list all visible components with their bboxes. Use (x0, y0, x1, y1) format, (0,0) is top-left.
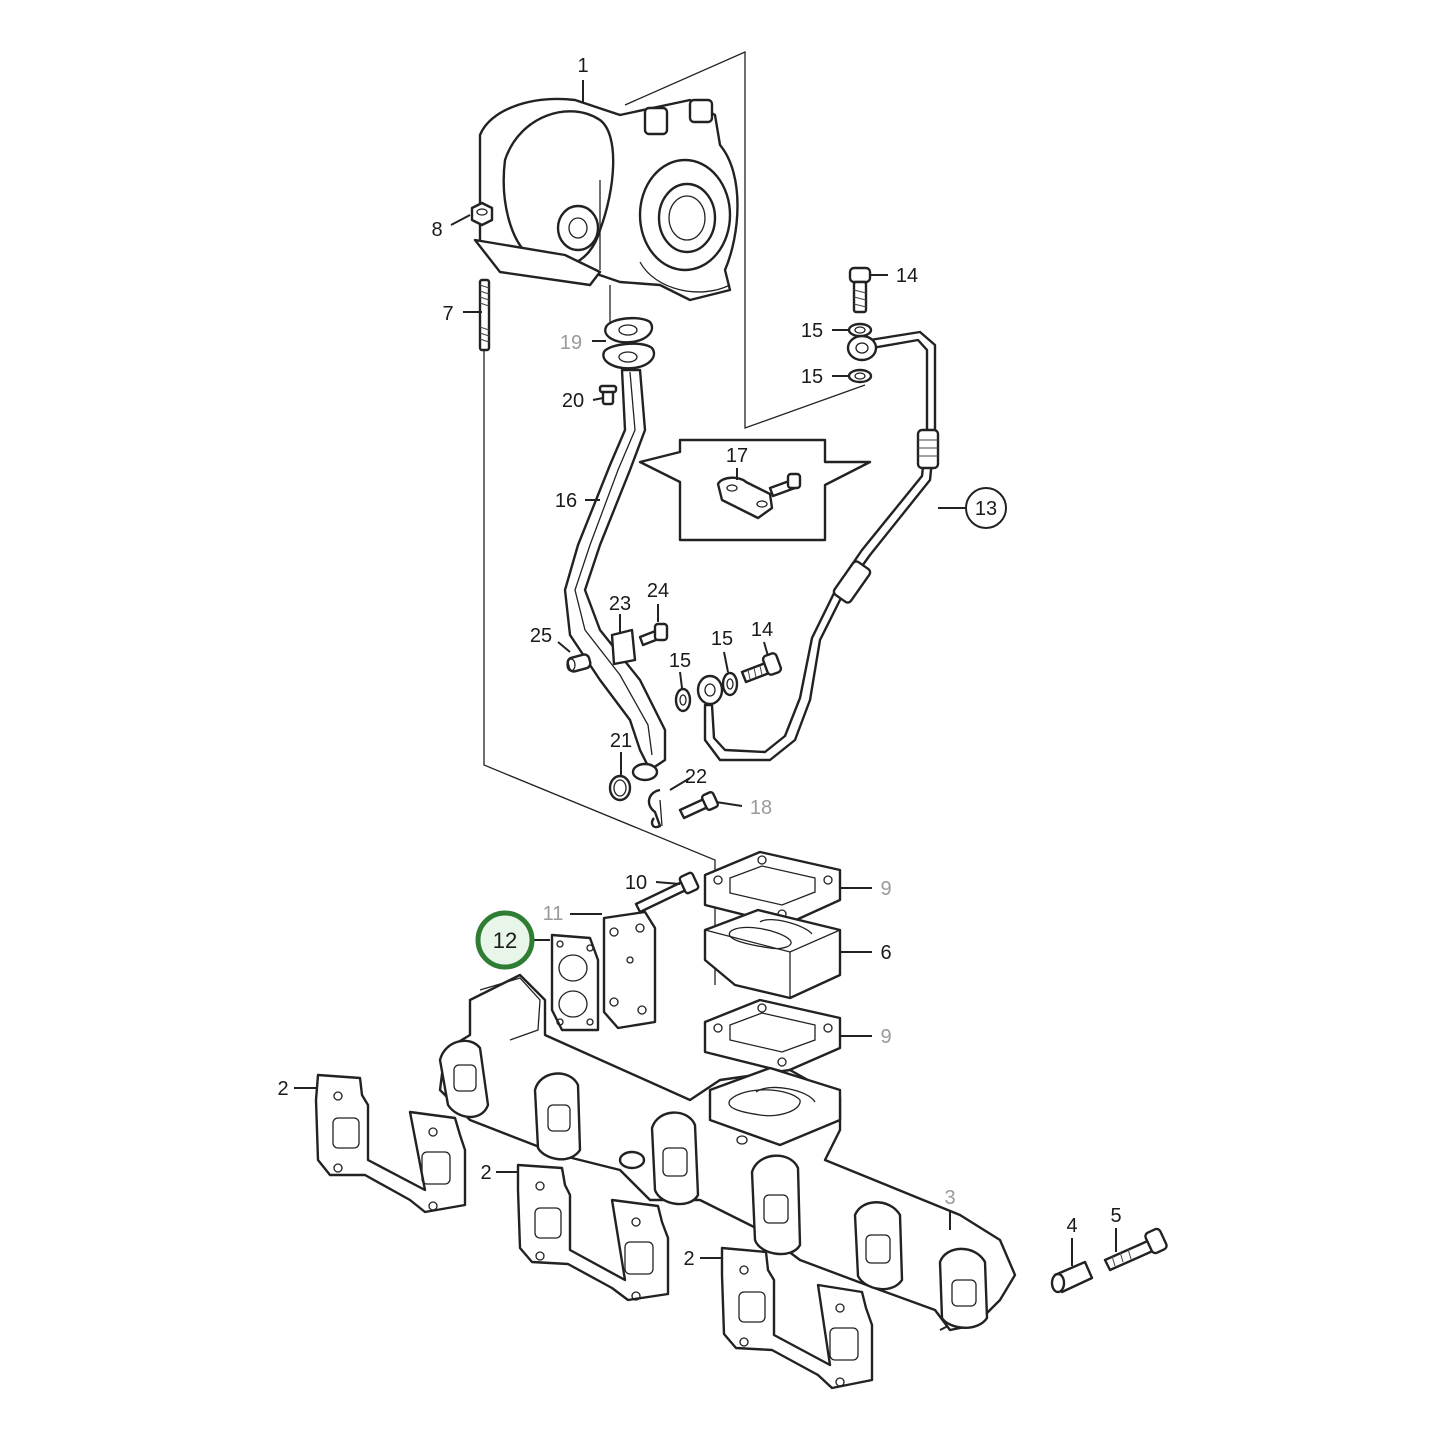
label-part-5[interactable]: 5 (1110, 1205, 1121, 1227)
label-part-11[interactable]: 11 (543, 903, 564, 925)
sealing-washer-3[interactable] (674, 687, 692, 713)
label-part-7[interactable]: 7 (442, 303, 453, 325)
label-part-22[interactable]: 22 (685, 766, 707, 788)
manifold-gasket-set-a[interactable] (314, 1073, 467, 1214)
label-part-8[interactable]: 8 (431, 219, 442, 241)
label-part-23[interactable]: 23 (609, 593, 631, 615)
label-part-20[interactable]: 20 (562, 390, 584, 412)
exhaust-manifold[interactable] (438, 973, 1017, 1332)
callout-12-highlighted[interactable]: 12 (475, 910, 535, 970)
cover-bolt[interactable] (634, 871, 700, 914)
label-part-4[interactable]: 4 (1066, 1215, 1077, 1237)
label-part-21[interactable]: 21 (610, 730, 632, 752)
label-part-15-upper[interactable]: 15 (801, 320, 823, 342)
label-part-15-lower-right[interactable]: 15 (711, 628, 733, 650)
label-part-2-left[interactable]: 2 (277, 1078, 288, 1100)
label-part-2-middle[interactable]: 2 (480, 1162, 491, 1184)
pipe-clamp[interactable] (647, 788, 663, 829)
label-part-18[interactable]: 18 (750, 797, 772, 819)
turbocharger[interactable] (473, 97, 739, 302)
label-part-15-lower-left[interactable]: 15 (669, 650, 691, 672)
banjo-fitting-lower[interactable] (696, 674, 724, 706)
label-part-10[interactable]: 10 (625, 872, 647, 894)
part-labels: 1 8 7 19 20 16 14 15 15 17 24 23 25 15 1… (277, 55, 1121, 1270)
label-part-25[interactable]: 25 (530, 625, 552, 647)
turbo-spacer-block[interactable] (703, 908, 842, 1000)
label-part-9-lower[interactable]: 9 (880, 1026, 891, 1048)
label-part-16[interactable]: 16 (555, 490, 577, 512)
sealing-washer-2[interactable] (847, 368, 873, 384)
stud[interactable] (478, 278, 491, 352)
label-part-6[interactable]: 6 (880, 942, 891, 964)
label-part-17[interactable]: 17 (726, 445, 748, 467)
o-ring[interactable] (608, 774, 632, 802)
oil-feed-pipe[interactable] (703, 330, 940, 762)
label-part-9-upper[interactable]: 9 (880, 878, 891, 900)
label-part-2-right[interactable]: 2 (683, 1248, 694, 1270)
manifold-bolt[interactable] (1103, 1227, 1168, 1272)
label-part-15-middle[interactable]: 15 (801, 366, 823, 388)
leader-lines (294, 80, 1117, 1331)
label-part-14-upper[interactable]: 14 (896, 265, 918, 287)
label-part-24[interactable]: 24 (647, 580, 669, 602)
oil-return-gasket[interactable] (604, 316, 654, 344)
egr-gasket[interactable] (550, 933, 600, 1032)
manifold-gasket-set-c[interactable] (720, 1246, 874, 1390)
manifold-gasket-set-b[interactable] (516, 1163, 670, 1302)
label-part-1[interactable]: 1 (577, 55, 588, 77)
cover-plate[interactable] (602, 910, 657, 1030)
pipe-flange-bolt[interactable] (598, 384, 618, 406)
label-part-3[interactable]: 3 (944, 1187, 955, 1209)
pipe-bracket[interactable] (716, 472, 802, 520)
spacer-sleeve[interactable] (1050, 1260, 1094, 1294)
label-part-19[interactable]: 19 (560, 332, 582, 354)
nut[interactable] (470, 201, 494, 227)
clip-bolt[interactable] (638, 622, 669, 647)
clip-spacer[interactable] (566, 653, 592, 673)
oil-return-pipe[interactable] (563, 342, 667, 782)
label-part-13: 13 (975, 498, 997, 520)
banjo-bolt-lower[interactable] (740, 652, 783, 684)
callout-13[interactable]: 13 (965, 487, 1007, 529)
turbo-flange-gasket-lower[interactable] (703, 998, 842, 1074)
clamp-bolt[interactable] (678, 791, 720, 820)
sealing-washer-4[interactable] (721, 671, 739, 697)
label-part-12: 12 (493, 928, 517, 953)
banjo-fitting-upper[interactable] (846, 334, 878, 362)
banjo-bolt-upper[interactable] (848, 266, 872, 314)
sealing-washer-1[interactable] (847, 322, 873, 338)
label-part-14-lower[interactable]: 14 (751, 619, 773, 641)
pipe-clip[interactable] (610, 628, 637, 666)
